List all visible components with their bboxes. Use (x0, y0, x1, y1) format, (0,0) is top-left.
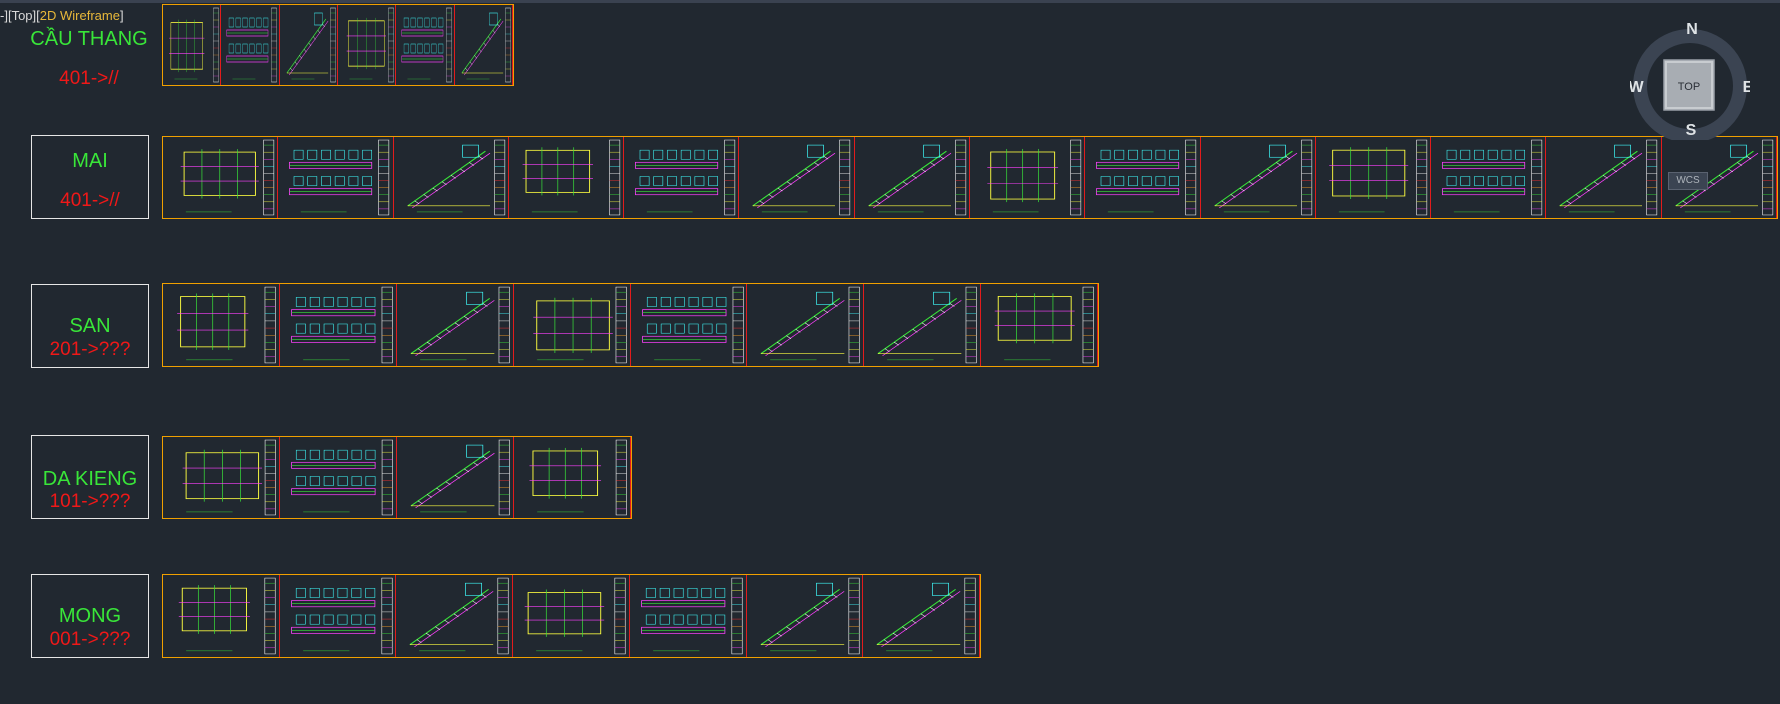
sheet-strip-mai (162, 136, 1778, 219)
view-name-label[interactable]: Top (11, 8, 33, 23)
drawing-sheet[interactable] (513, 575, 630, 657)
drawing-sheet[interactable] (981, 284, 1098, 366)
drawing-sheet[interactable] (455, 5, 513, 85)
compass-west[interactable]: W (1628, 79, 1644, 96)
viewport-top-border (0, 0, 1780, 3)
drawing-sheet[interactable] (747, 284, 865, 366)
drawing-sheet[interactable] (1546, 137, 1662, 218)
drawing-sheet[interactable] (280, 284, 397, 366)
category-range: 001->??? (49, 629, 131, 650)
category-label-san: SAN 201->??? (31, 284, 149, 368)
drawing-sheet[interactable] (630, 575, 747, 657)
viewcube[interactable]: TOP N S E W (1628, 20, 1754, 143)
drawing-sheet[interactable] (1662, 137, 1777, 218)
category-name: CẦU THANG (30, 28, 148, 50)
viewport-menu-label[interactable]: -][ (0, 8, 12, 23)
drawing-sheet[interactable] (739, 137, 855, 218)
wcs-menu[interactable]: WCS (1668, 172, 1708, 190)
sheet-strip-san (162, 283, 1099, 367)
category-label-mong: MONG 001->??? (31, 574, 149, 658)
compass-ring[interactable] (1633, 29, 1747, 143)
drawing-sheet[interactable] (280, 5, 338, 85)
drawing-sheet[interactable] (514, 437, 631, 518)
drawing-sheet[interactable] (1201, 137, 1316, 218)
drawing-sheet[interactable] (163, 137, 279, 218)
drawing-sheet[interactable] (163, 575, 280, 657)
drawing-sheet[interactable] (855, 137, 970, 218)
category-range: 101->??? (49, 491, 131, 512)
drawing-sheet[interactable] (863, 575, 980, 657)
sheet-strip-cau-thang (162, 4, 514, 86)
compass-south[interactable]: S (1686, 122, 1697, 139)
drawing-sheet[interactable] (163, 284, 280, 366)
category-label-mai: MAI 401->// (31, 135, 149, 219)
category-name: MAI (72, 150, 108, 172)
drawing-sheet[interactable] (394, 137, 509, 218)
drawing-sheet[interactable] (631, 284, 748, 366)
drawing-sheet[interactable] (280, 437, 397, 518)
category-range: 401->// (60, 190, 120, 211)
drawing-sheet[interactable] (1431, 137, 1547, 218)
compass-east[interactable]: E (1743, 79, 1754, 96)
drawing-sheet[interactable] (509, 137, 625, 218)
drawing-sheet[interactable] (278, 137, 394, 218)
drawing-sheet[interactable] (280, 575, 397, 657)
category-label-da-kieng: DA KIENG 101->??? (31, 435, 149, 519)
category-name: MONG (58, 605, 122, 627)
viewcube-face-label[interactable]: TOP (1678, 81, 1700, 93)
viewcube-graphic[interactable]: TOP N S E W (1628, 20, 1754, 143)
compass-north[interactable]: N (1686, 21, 1698, 38)
category-label-cau-thang: CẦU THANG 401->// (24, 24, 154, 96)
drawing-sheet[interactable] (396, 575, 514, 657)
drawing-sheet[interactable] (163, 437, 280, 518)
viewport-label-separator: ][ (32, 8, 40, 23)
category-range: 401->// (59, 68, 119, 89)
drawing-sheet[interactable] (397, 437, 514, 518)
drawing-sheet[interactable] (163, 5, 222, 85)
drawing-sheet[interactable] (864, 284, 982, 366)
drawing-sheet[interactable] (338, 5, 397, 85)
drawing-sheet[interactable] (1316, 137, 1432, 218)
category-name: SAN (69, 315, 111, 337)
drawing-sheet[interactable] (514, 284, 631, 366)
sheet-strip-mong (162, 574, 981, 658)
drawing-sheet[interactable] (747, 575, 864, 657)
drawing-sheet[interactable] (624, 137, 740, 218)
viewcube-face-inner (1667, 63, 1711, 107)
drawing-sheet[interactable] (221, 5, 280, 85)
category-range: 201->??? (49, 339, 131, 360)
drawing-sheet[interactable] (397, 284, 514, 366)
sheet-strip-da-kieng (162, 436, 632, 519)
viewport-label-close: ] (119, 8, 124, 23)
drawing-sheet[interactable] (1085, 137, 1201, 218)
category-name: DA KIENG (42, 468, 138, 490)
visual-style-label[interactable]: 2D Wireframe (39, 8, 120, 23)
viewport-controls[interactable]: -][Top][2D Wireframe] (0, 8, 124, 23)
drawing-sheet[interactable] (970, 137, 1086, 218)
drawing-sheet[interactable] (396, 5, 455, 85)
